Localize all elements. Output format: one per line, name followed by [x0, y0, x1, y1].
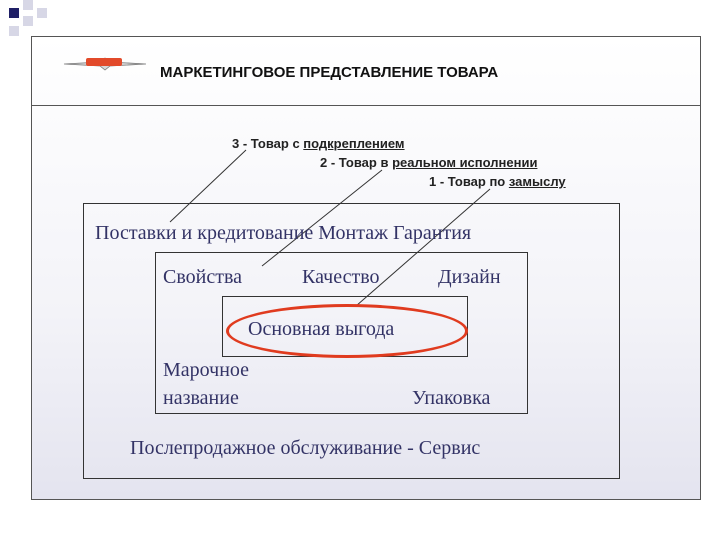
level-2-term: реальном исполнении	[392, 155, 538, 170]
level-3-prefix: 3 - Товар с	[232, 136, 304, 151]
leader-line-level-2	[261, 169, 383, 267]
actual-product-box	[155, 252, 528, 414]
design-text: Дизайн	[438, 266, 501, 288]
corner-square	[23, 16, 33, 26]
corner-square	[9, 26, 19, 36]
core-benefit-text: Основная выгода	[248, 318, 395, 340]
corner-decoration	[0, 0, 60, 40]
emblem-logo	[63, 57, 147, 71]
augmented-services-text: Поставки и кредитование Монтаж Гарантия	[95, 222, 472, 244]
slide-frame	[31, 36, 701, 500]
brand-name-line2: название	[163, 387, 239, 409]
corner-square	[23, 0, 33, 10]
level-3-label: 3 - Товар с подкреплением	[232, 136, 405, 151]
title-divider	[31, 105, 701, 106]
leader-line-level-3	[169, 149, 247, 223]
properties-text: Свойства	[163, 266, 243, 288]
packaging-text: Упаковка	[412, 387, 491, 409]
core-benefit-highlight	[226, 304, 468, 358]
level-1-term: замыслу	[508, 174, 566, 189]
page-title: МАРКЕТИНГОВОЕ ПРЕДСТАВЛЕНИЕ ТОВАРА	[160, 64, 499, 81]
level-2-prefix: 2 - Товар в	[320, 155, 393, 170]
level-2-label: 2 - Товар в реальном исполнении	[320, 155, 537, 170]
after-sales-service-text: Послепродажное обслуживание - Сервис	[130, 437, 481, 459]
brand-name-line1: Марочное	[163, 359, 250, 381]
level-1-label: 1 - Товар по замыслу	[429, 174, 566, 189]
level-3-term: подкреплением	[303, 136, 405, 151]
quality-text: Качество	[302, 266, 380, 288]
leader-line-level-1	[355, 188, 491, 307]
augmented-product-box	[83, 203, 620, 479]
corner-square	[9, 8, 19, 18]
level-1-prefix: 1 - Товар по	[429, 174, 509, 189]
corner-square	[37, 8, 47, 18]
